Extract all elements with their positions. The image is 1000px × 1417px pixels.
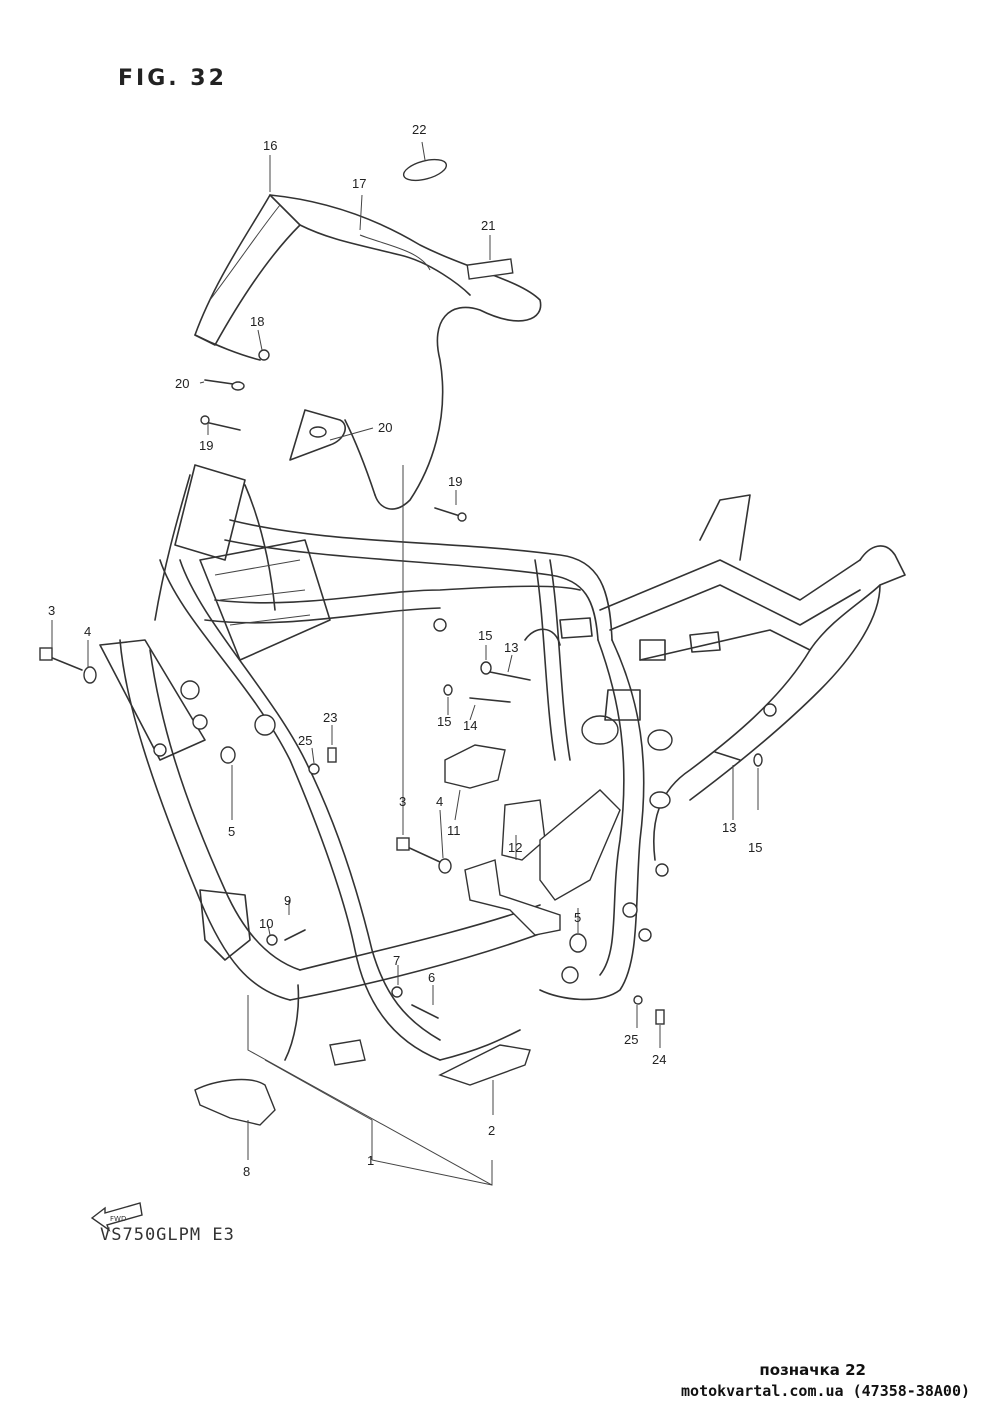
frame-cover-16 [194, 194, 542, 510]
callout-14: 14 [463, 718, 477, 733]
front-arrow-icon: FWD [90, 1202, 143, 1232]
callout-18: 18 [250, 314, 264, 329]
callout-23: 23 [323, 710, 337, 725]
callout-16: 16 [263, 138, 277, 153]
frame-plug [329, 1039, 366, 1066]
bolts [39, 647, 763, 1025]
callout-7: 7 [393, 953, 400, 968]
callout-20-lower: 20 [378, 420, 392, 435]
bracket-11 [444, 744, 506, 789]
callout-12: 12 [508, 840, 522, 855]
callout-9: 9 [284, 893, 291, 908]
callout-6: 6 [428, 970, 435, 985]
callout-2: 2 [488, 1123, 495, 1138]
footer-label: позначка 22 [759, 1361, 866, 1379]
callout-10: 10 [259, 916, 273, 931]
callout-15-top: 15 [478, 628, 492, 643]
footer-url: motokvartal.com.ua (47358-38A00) [681, 1382, 970, 1400]
callout-15-right: 15 [748, 840, 762, 855]
emblem-22 [402, 158, 448, 182]
rear-mount-bracket [539, 789, 621, 901]
cushion-21 [466, 258, 514, 280]
callout-1: 1 [367, 1153, 374, 1168]
callout-25-lower: 25 [624, 1032, 638, 1047]
callout-13-top: 13 [504, 640, 518, 655]
callout-22: 22 [412, 122, 426, 137]
front-arrow-label: FWD [110, 1215, 126, 1223]
callout-5-lower: 5 [574, 910, 581, 925]
lower-bracket [464, 859, 561, 936]
model-code: VS750GLPM E3 [100, 1225, 235, 1245]
frame-1 [99, 464, 906, 1061]
callout-25-upper: 25 [298, 733, 312, 748]
bracket-8 [194, 1078, 276, 1126]
callout-4-lower: 4 [436, 794, 443, 809]
callout-24: 24 [652, 1052, 666, 1067]
callout-20-upper: 20 [175, 376, 189, 391]
callout-3-upper: 3 [48, 603, 55, 618]
callout-21: 21 [481, 218, 495, 233]
figure-title: FIG. 32 [118, 66, 227, 91]
cover-fasteners [200, 349, 467, 522]
callout-13-right: 13 [722, 820, 736, 835]
footrest-bracket-2 [438, 1044, 531, 1086]
callout-19-left: 19 [199, 438, 213, 453]
callout-17: 17 [352, 176, 366, 191]
callout-8: 8 [243, 1164, 250, 1179]
callout-3-lower: 3 [399, 794, 406, 809]
callout-11: 11 [447, 823, 461, 838]
callouts: 16 22 17 21 18 20 20 19 19 3 4 5 15 13 1… [48, 122, 762, 1179]
leader-lines [51, 141, 759, 1186]
callout-15-mid: 15 [437, 714, 451, 729]
callout-19-right: 19 [448, 474, 462, 489]
callout-5-upper: 5 [228, 824, 235, 839]
callout-4-upper: 4 [84, 624, 91, 639]
bracket-12 [501, 799, 546, 861]
